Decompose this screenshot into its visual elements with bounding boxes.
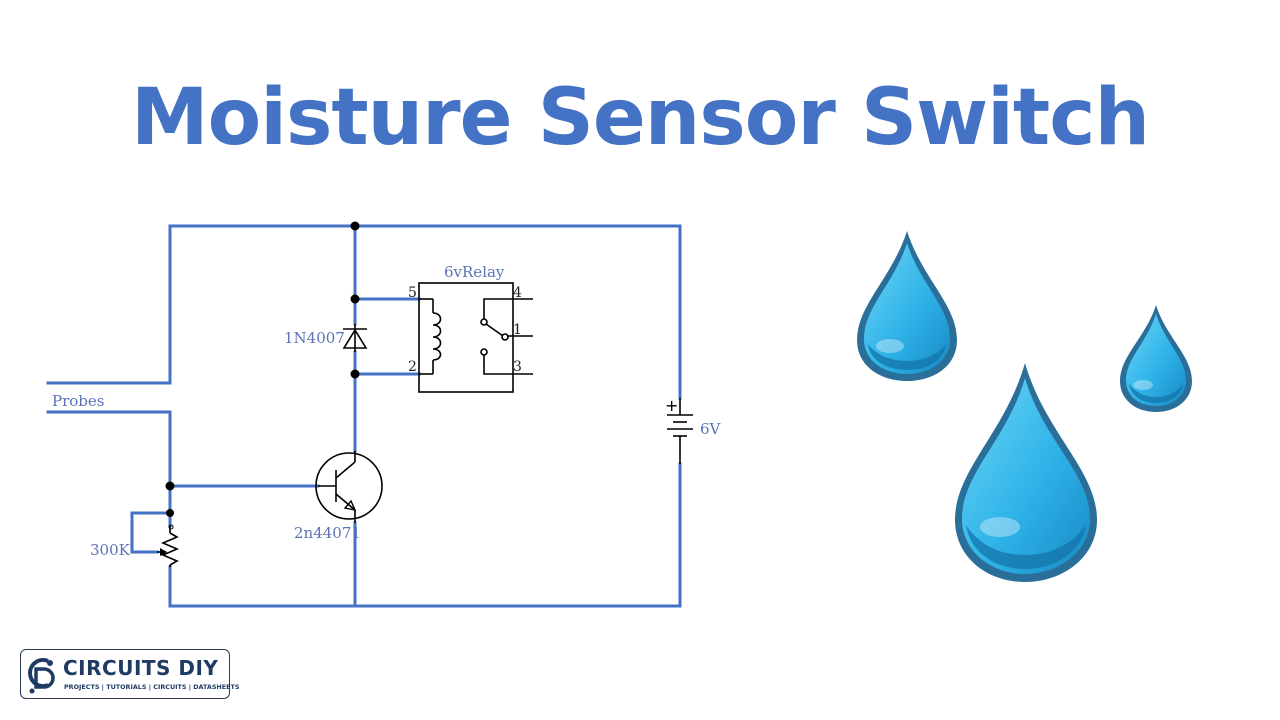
battery-symbol (667, 398, 693, 464)
relay-pin-2: 2 (408, 359, 417, 375)
water-drop-icon (955, 363, 1097, 582)
junction-dots (165, 221, 360, 517)
potentiometer-label: 300K (90, 541, 131, 559)
water-drop-icon (857, 231, 957, 381)
potentiometer-symbol (157, 524, 180, 567)
logo-name: CIRCUITS DIY (63, 656, 219, 680)
relay-pin-3: 3 (513, 359, 522, 375)
relay-symbol (418, 282, 533, 393)
water-drop-icon (1120, 305, 1192, 412)
transistor-label: 2n44071 (294, 524, 361, 542)
page-title: Moisture Sensor Switch (131, 73, 1150, 163)
relay-pin-5: 5 (408, 285, 417, 301)
logo-tagline: PROJECTS | TUTORIALS | CIRCUITS | DATASH… (64, 683, 240, 691)
battery-label: 6V (700, 420, 722, 438)
diode-symbol (342, 324, 368, 352)
diode-label: 1N4007 (284, 329, 345, 347)
circuit-wires (46, 224, 682, 608)
relay-label: 6vRelay (444, 263, 505, 281)
relay-pin-4: 4 (513, 285, 522, 301)
relay-pin-1: 1 (513, 322, 522, 338)
circuits-diy-logo[interactable]: CIRCUITS DIY PROJECTS | TUTORIALS | CIRC… (20, 649, 239, 699)
probes-label: Probes (52, 392, 104, 410)
battery-plus-sign: + (665, 396, 678, 415)
circuits-diy-logo-icon (28, 658, 55, 694)
transistor-symbol (315, 451, 383, 523)
